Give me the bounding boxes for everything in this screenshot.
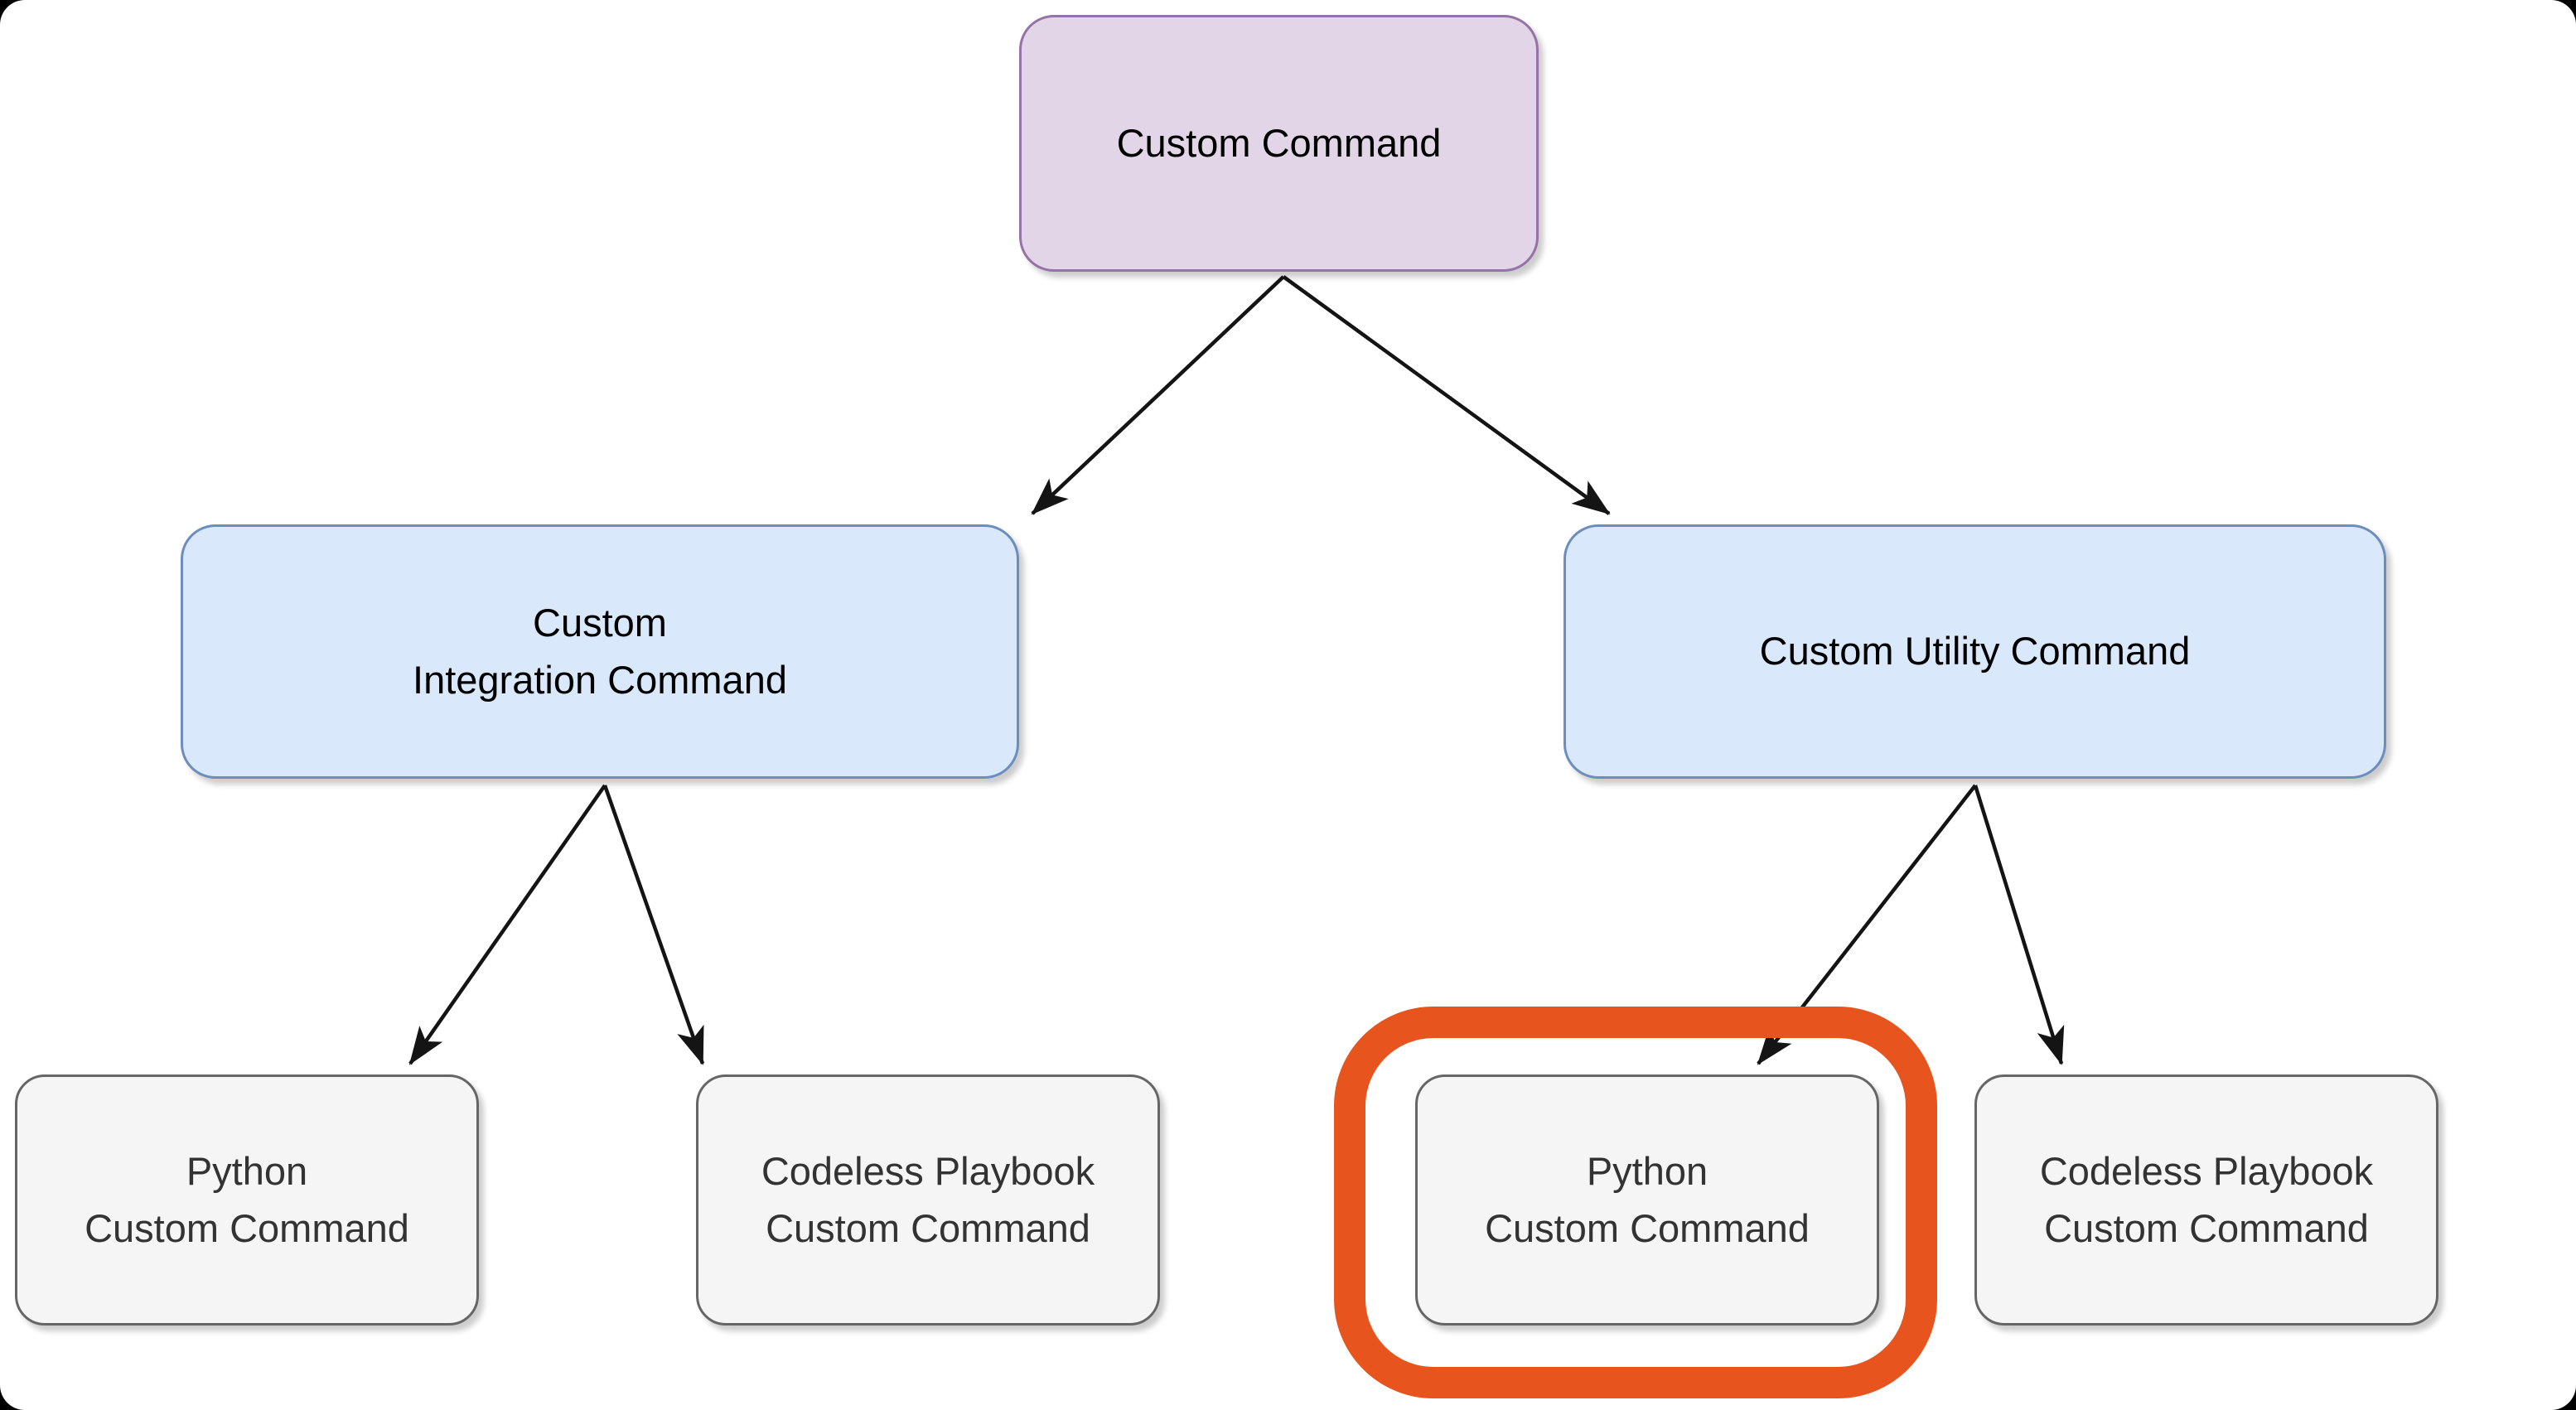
edge-custom-command-to-utility <box>1282 275 1611 515</box>
node-label-line2: Integration Command <box>413 657 787 702</box>
node-custom-utility-command: Custom Utility Command <box>1563 524 2386 779</box>
node-custom-integration-command: Custom Integration Command <box>181 524 1019 779</box>
node-label: Custom Command <box>1116 120 1442 165</box>
node-label-line1: Python <box>1586 1149 1708 1194</box>
node-custom-command: Custom Command <box>1019 15 1539 272</box>
node-codeless-playbook-custom-command-utility: Codeless Playbook Custom Command <box>1974 1074 2438 1325</box>
node-python-custom-command-utility: Python Custom Command <box>1415 1074 1879 1325</box>
node-label-line1: Codeless Playbook <box>761 1149 1095 1194</box>
node-label-line1: Codeless Playbook <box>2039 1149 2374 1194</box>
node-label-line2: Custom Command <box>85 1205 409 1250</box>
node-label: Custom Utility Command <box>1759 629 2191 674</box>
edge-utility-to-python <box>1757 784 1977 1065</box>
node-label-line2: Custom Command <box>2044 1205 2369 1250</box>
node-label-line1: Custom <box>533 601 667 645</box>
node-label-line1: Python <box>186 1149 308 1194</box>
edge-custom-command-to-integration <box>1031 275 1285 515</box>
node-codeless-playbook-custom-command-integration: Codeless Playbook Custom Command <box>696 1074 1160 1325</box>
edge-integration-to-codeless-playbook <box>602 785 705 1065</box>
node-label-line2: Custom Command <box>1485 1205 1810 1250</box>
node-python-custom-command-integration: Python Custom Command <box>15 1074 479 1325</box>
edge-utility-to-codeless-playbook <box>1973 785 2065 1065</box>
node-label-line2: Custom Command <box>766 1205 1090 1250</box>
edge-integration-to-python <box>408 784 607 1065</box>
